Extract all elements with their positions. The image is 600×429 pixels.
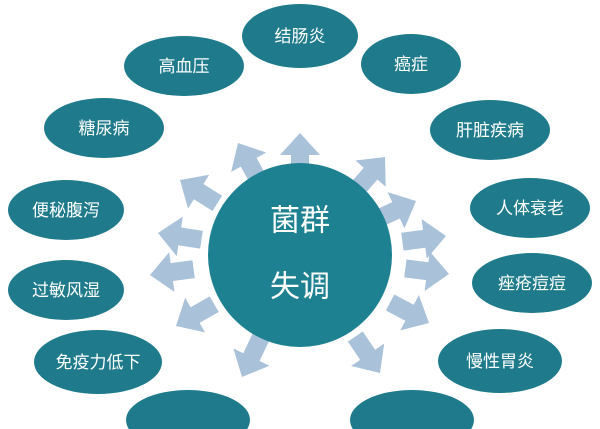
node-ellipse-diabetes <box>44 98 164 158</box>
node-bottom-left-cut <box>126 390 250 429</box>
arrow-to-diabetes <box>180 174 223 211</box>
arrow-to-bottom-left-cut <box>233 333 270 377</box>
node-ellipse-bottom-left-cut <box>126 390 250 429</box>
node-bottom-right-cut <box>350 390 474 429</box>
node-ellipse-allergic-rheumatism <box>8 260 124 320</box>
node-label-diabetes: 糖尿病 <box>79 119 130 139</box>
node-label-aging: 人体衰老 <box>496 199 564 219</box>
node-ellipse-liver-disease <box>430 100 550 160</box>
node-cancer: 癌症 <box>361 34 461 94</box>
center-label-line-1: 菌群 <box>270 204 330 239</box>
node-acne: 痤疮痘痘 <box>472 253 592 313</box>
arrow-to-bottom-right-cut <box>347 331 385 373</box>
node-low-immunity: 免疫力低下 <box>34 330 162 394</box>
center-circle <box>208 163 392 347</box>
node-ellipse-aging <box>470 178 590 238</box>
node-constipation-diarrhea: 便秘腹泻 <box>8 180 124 240</box>
arrow-to-chronic-gastritis <box>385 294 429 331</box>
node-ellipse-cancer <box>361 34 461 94</box>
node-label-constipation-diarrhea: 便秘腹泻 <box>32 201 100 221</box>
node-label-colitis: 结肠炎 <box>275 27 326 47</box>
node-label-low-immunity: 免疫力低下 <box>56 353 141 373</box>
center-label-line-2: 失调 <box>270 270 330 305</box>
node-ellipse-low-immunity <box>34 330 162 394</box>
node-allergic-rheumatism: 过敏风湿 <box>8 260 124 320</box>
node-label-liver-disease: 肝脏疾病 <box>456 121 524 141</box>
center-node: 菌群 失调 <box>208 163 392 347</box>
node-ellipse-chronic-gastritis <box>438 329 562 393</box>
node-colitis: 结肠炎 <box>242 4 358 68</box>
node-ellipse-bottom-right-cut <box>350 390 474 429</box>
arrow-to-colitis <box>280 133 320 177</box>
arrow-to-constipation-diarrhea <box>158 216 203 257</box>
node-aging: 人体衰老 <box>470 178 590 238</box>
node-hypertension: 高血压 <box>124 36 244 96</box>
arrow-to-acne <box>404 251 449 292</box>
node-ellipse-colitis <box>242 4 358 68</box>
arrow-to-low-immunity <box>176 296 219 333</box>
node-label-hypertension: 高血压 <box>159 57 210 77</box>
arrow-to-aging <box>401 219 446 259</box>
node-liver-disease: 肝脏疾病 <box>430 100 550 160</box>
node-label-cancer: 癌症 <box>394 55 428 75</box>
node-label-allergic-rheumatism: 过敏风湿 <box>32 281 100 301</box>
node-label-acne: 痤疮痘痘 <box>498 274 566 294</box>
node-label-chronic-gastritis: 慢性胃炎 <box>466 351 534 372</box>
node-ellipse-constipation-diarrhea <box>8 180 124 240</box>
node-ellipse-hypertension <box>124 36 244 96</box>
node-diabetes: 糖尿病 <box>44 98 164 158</box>
node-chronic-gastritis: 慢性胃炎 <box>438 329 562 393</box>
arrow-to-allergic-rheumatism <box>150 252 195 292</box>
node-ellipse-acne <box>472 253 592 313</box>
